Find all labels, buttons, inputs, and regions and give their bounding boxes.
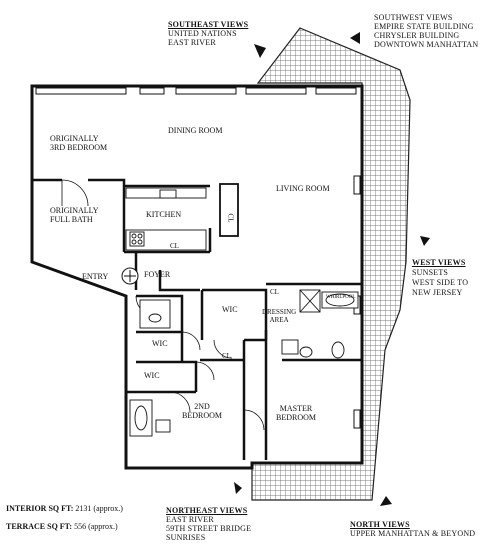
terrace xyxy=(251,27,411,501)
entry-door xyxy=(121,267,139,285)
wic-middle-label: WIC xyxy=(152,339,168,348)
room-foyer: FOYER xyxy=(144,270,171,279)
northeast-views-label: NORTHEAST VIEWS EAST RIVER 59TH STREET B… xyxy=(166,506,252,542)
room-dining-room: DINING ROOM xyxy=(168,126,223,135)
room-kitchen: KITCHEN xyxy=(146,210,182,219)
kitchen-fixtures xyxy=(125,187,207,251)
closet-foyer-label: CL xyxy=(170,242,179,250)
closet-hall-label: CL xyxy=(222,352,231,360)
south-windows xyxy=(35,87,357,95)
apartment-outline xyxy=(30,84,364,470)
room-originally-3rd-bedroom: ORIGINALLY 3RD BEDROOM xyxy=(50,134,108,152)
north-views-label: NORTH VIEWS UPPER MANHATTAN & BEYOND xyxy=(350,520,476,538)
bath-fixtures xyxy=(129,289,359,437)
closet-master-label: CL xyxy=(270,288,279,296)
interior-walls xyxy=(32,178,362,460)
closet-kitchen-label: CL xyxy=(226,213,235,223)
room-originally-full-bath: ORIGINALLY FULL BATH xyxy=(50,206,99,224)
interior-sq-ft: INTERIOR SQ FT: 2131 (approx.) xyxy=(6,504,123,513)
west-views-label: WEST VIEWS SUNSETS WEST SIDE TO NEW JERS… xyxy=(412,258,469,297)
wic-second-bedroom-label: WIC xyxy=(144,371,160,380)
southwest-views-label: SOUTHWEST VIEWS EMPIRE STATE BUILDING CH… xyxy=(374,13,479,49)
southeast-views-label: SOUTHEAST VIEWS UNITED NATIONS EAST RIVE… xyxy=(168,20,249,47)
room-master-bedroom: MASTER BEDROOM xyxy=(276,404,317,422)
whirlpool-label: WHIRLPOOL xyxy=(326,295,356,300)
view-arrows xyxy=(234,32,430,506)
room-entry: ENTRY xyxy=(82,272,109,281)
wic-master-label: WIC xyxy=(222,305,238,314)
dressing-area-label: DRESSING AREA xyxy=(262,308,297,324)
room-2nd-bedroom: 2ND BEDROOM xyxy=(182,402,223,420)
terrace-sq-ft: TERRACE SQ FT: 556 (approx.) xyxy=(6,522,118,531)
room-living-room: LIVING ROOM xyxy=(276,184,330,193)
